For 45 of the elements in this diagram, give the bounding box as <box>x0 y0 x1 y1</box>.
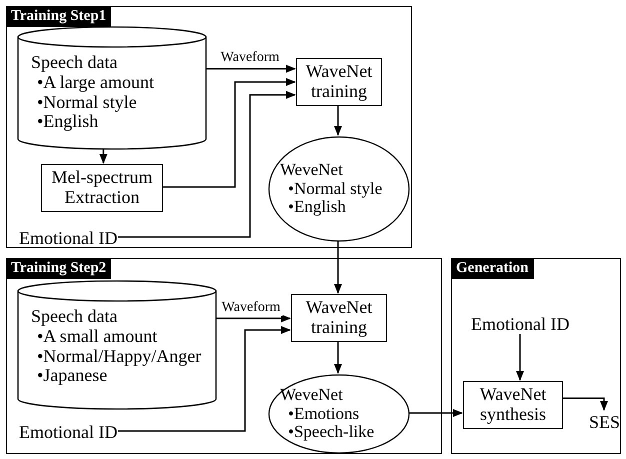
node-text: Speech data <box>31 53 118 73</box>
node-text: •Emotions <box>288 404 360 424</box>
arrow <box>409 409 463 417</box>
panel <box>6 258 442 454</box>
process-box <box>41 164 163 212</box>
arrow <box>206 64 296 73</box>
arrow <box>118 326 291 432</box>
node-text: Speech data <box>31 307 118 327</box>
node-text: •English <box>37 112 100 132</box>
process-box <box>296 58 382 106</box>
edge-label: Waveform <box>220 300 282 316</box>
process-box <box>291 294 387 342</box>
node-text: •Japanese <box>37 366 108 386</box>
node-text: WaveNet synthesis <box>478 385 548 425</box>
node-text: •Speech-like <box>288 423 376 442</box>
arrow <box>334 341 342 374</box>
process-box <box>463 381 563 429</box>
panel-heading: Training Step1 <box>6 6 112 27</box>
arrow <box>162 78 296 188</box>
node-text: •A large amount <box>37 72 155 93</box>
arrow <box>516 334 524 381</box>
arrow <box>334 241 342 294</box>
input-label: Emotional ID <box>19 421 119 443</box>
node-text: Mel-spectrum Extraction <box>50 168 154 208</box>
arrow <box>334 105 342 136</box>
node-text: •Normal/Happy/Anger <box>37 346 202 366</box>
node-text: WeveNet <box>280 160 344 180</box>
arrow <box>99 148 108 164</box>
node-text: WaveNet training <box>304 62 374 102</box>
input-label: Emotional ID <box>19 227 119 249</box>
node-text: •A small amount <box>37 326 158 347</box>
node-text: •English <box>288 198 347 218</box>
panel <box>451 258 621 454</box>
panel <box>6 6 412 248</box>
node-text: WaveNet training <box>304 298 374 338</box>
arrow <box>562 398 608 411</box>
node-text: •Normal style <box>37 92 138 112</box>
arrow <box>216 314 291 322</box>
input-label: SES <box>589 411 621 433</box>
panel-heading: Generation <box>451 258 534 279</box>
input-label: Emotional ID <box>471 313 571 335</box>
arrow <box>118 90 296 238</box>
panel-heading: Training Step2 <box>6 258 112 279</box>
node-text: WeveNet <box>280 386 344 405</box>
node-text: •Normal style <box>288 180 384 198</box>
